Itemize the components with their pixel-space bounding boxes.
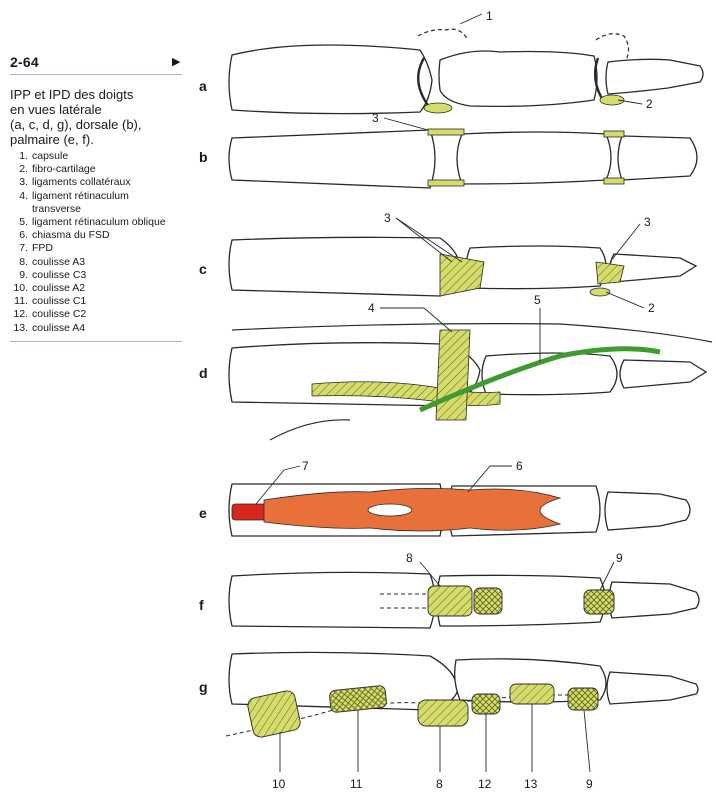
panel-letter: f [199,597,204,613]
callout-7: 7 [302,459,309,473]
panel-e: e 7 6 [199,459,690,536]
panel-f: f 8 9 [199,551,699,628]
distal-phalanx [618,136,697,180]
skin-outline [270,420,350,440]
panel-a: a 1 2 [199,9,703,114]
fibrocartilage [424,103,452,113]
callout-2: 2 [646,97,653,111]
panel-c: c 3 3 2 [199,211,696,315]
proximal-phalanx [229,45,432,114]
distal-phalanx [607,672,698,704]
callout-2: 2 [648,301,655,315]
leader-line [384,118,428,130]
collateral-ligament [428,129,464,135]
callout-5: 5 [534,293,541,307]
distal-phalanx [609,582,699,618]
middle-phalanx [457,132,611,184]
proximal-phalanx [229,130,435,188]
callout-1: 1 [486,9,493,23]
callout-3: 3 [644,215,651,229]
leader-line [584,710,590,772]
callout-3: 3 [384,211,391,225]
distal-phalanx [605,492,690,530]
middle-phalanx [439,51,597,106]
collateral-ligament [604,178,624,184]
distal-phalanx [606,59,703,94]
callout-4: 4 [368,301,375,315]
callout-9: 9 [586,777,593,791]
callout-3: 3 [372,111,379,125]
pulley-c2 [472,694,500,714]
leader-line [424,308,452,332]
proximal-phalanx [229,237,462,296]
collateral-ligament [428,180,464,186]
pulley-a3 [428,586,472,616]
callout-13: 13 [524,777,538,791]
leader-line [460,14,482,24]
skin-outline [232,324,712,342]
callout-8: 8 [406,551,413,565]
collateral-ligament [596,262,624,284]
flexor-digitorum-profundus [232,504,266,520]
panel-letter: b [199,149,208,165]
callout-8: 8 [436,777,443,791]
middle-phalanx [466,246,606,289]
capsule-outline [418,29,468,40]
pulley-c3 [584,590,614,614]
pulley-a4 [510,684,554,704]
pulley-c3 [568,688,598,710]
panel-b: b 3 [199,111,697,188]
panel-letter: a [199,78,207,94]
pulley-a3 [418,700,468,726]
pulley-c-segment [474,588,502,614]
chiasma-gap [368,504,412,516]
leader-line [606,292,644,308]
capsule-outline [596,34,629,60]
collateral-ligament [604,131,624,137]
callout-10: 10 [272,777,286,791]
panel-letter: c [199,261,207,277]
panel-d: d 4 5 [199,293,712,440]
panel-letter: e [199,505,207,521]
callout-12: 12 [478,777,492,791]
distal-phalanx [620,360,706,388]
callout-9: 9 [616,551,623,565]
callout-6: 6 [516,459,523,473]
panel-letter: g [199,679,208,695]
callout-11: 11 [350,777,363,791]
panel-letter: d [199,365,208,381]
proximal-phalanx [229,572,435,628]
leader-line [284,466,300,470]
transverse-retinacular-ligament [436,330,470,420]
joint-capsule [595,58,604,102]
panel-g: g 10 11 8 12 13 9 [199,652,698,791]
